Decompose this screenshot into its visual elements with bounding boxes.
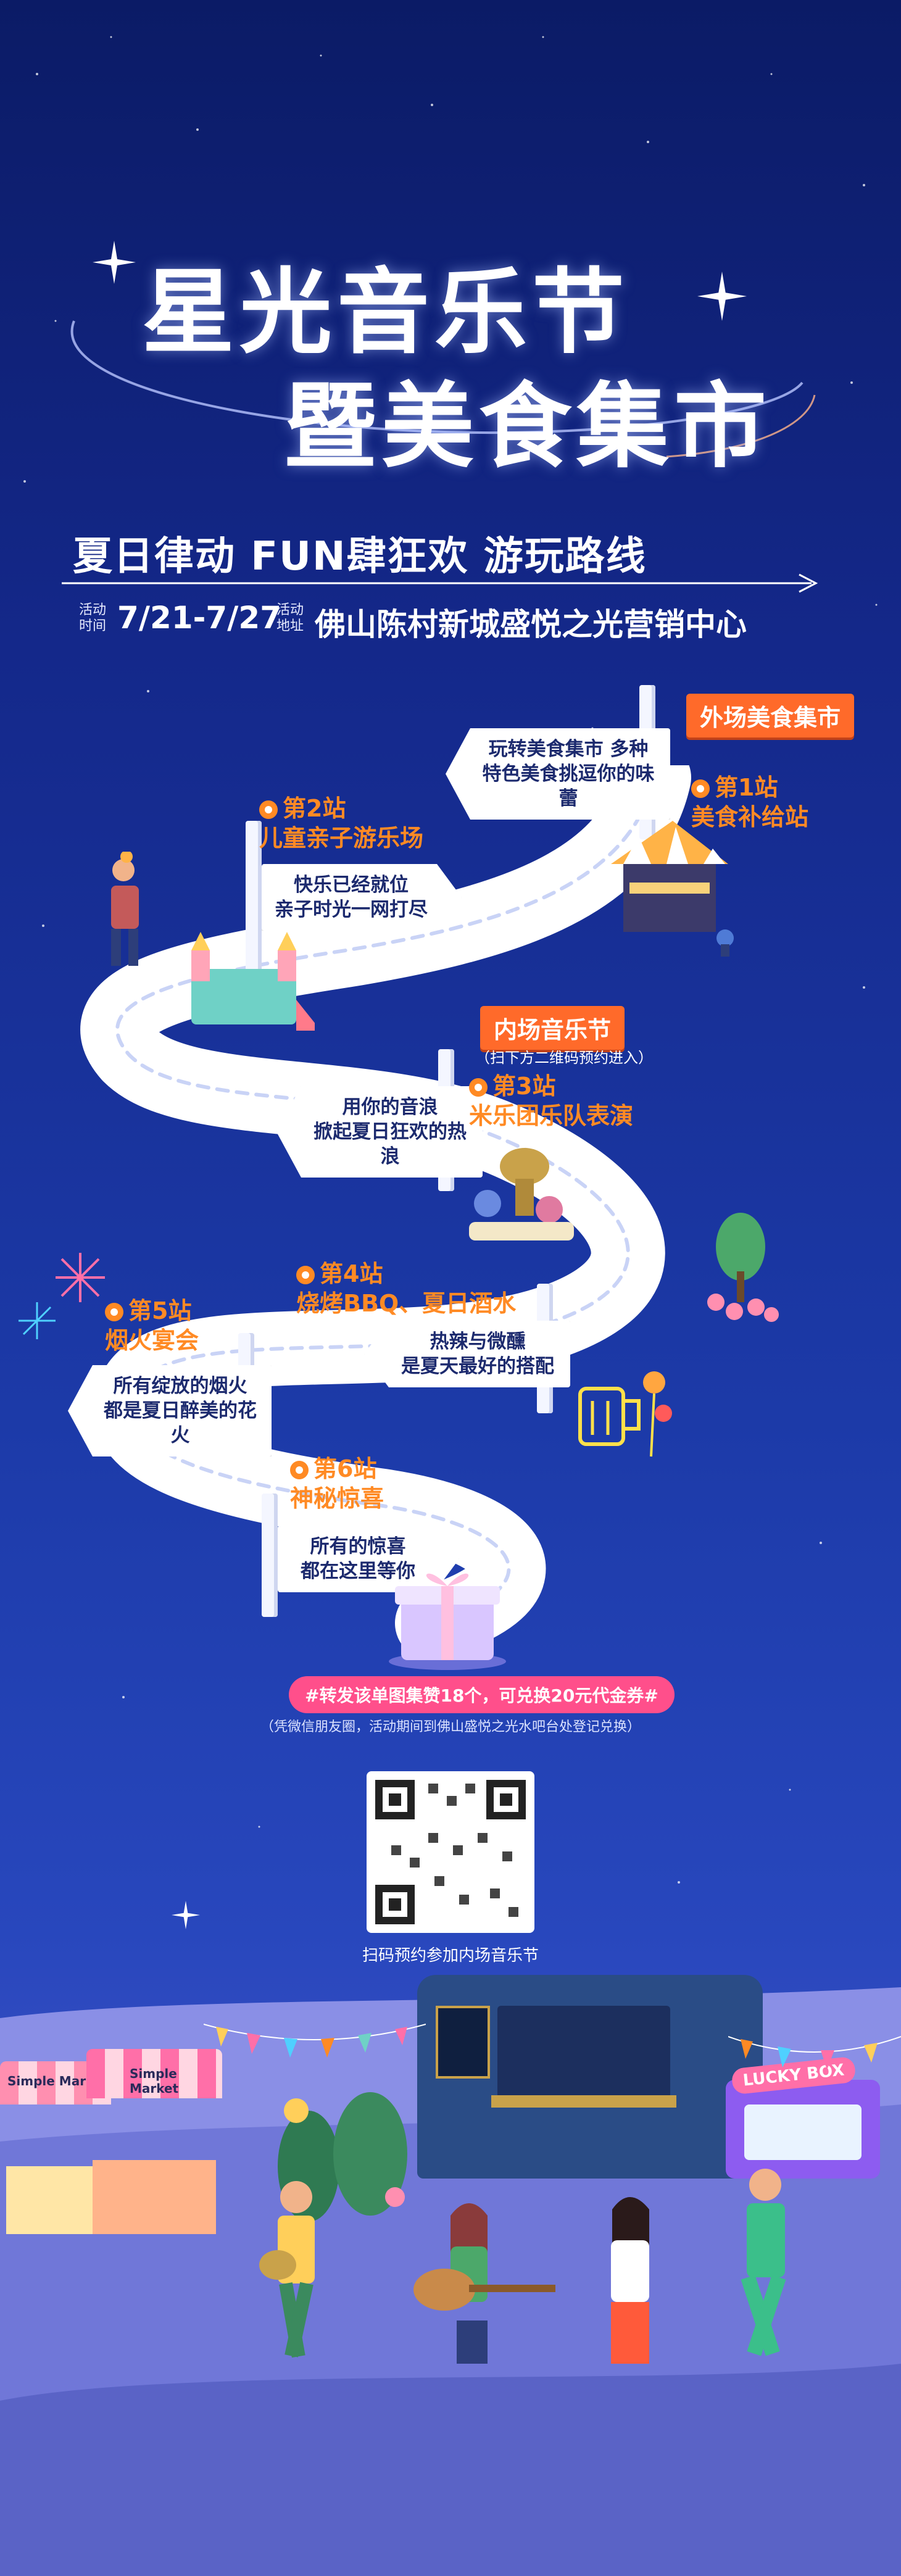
hero-subtitle: 夏日律动 FUN肆狂欢 游玩路线 xyxy=(73,534,647,580)
qr-code[interactable] xyxy=(367,1771,534,1933)
signpost xyxy=(246,821,262,975)
station-2-label: 第2站 儿童亲子游乐场 xyxy=(259,794,423,853)
sparkle-icon xyxy=(697,272,747,321)
station-2-sign-line1: 快乐已经就位 xyxy=(294,874,409,896)
menu-board xyxy=(436,2006,490,2079)
date-tag: 活动时间 xyxy=(78,602,106,634)
station-6-number: 第6站 xyxy=(313,1455,377,1482)
bouncy-castle-illustration xyxy=(191,932,315,1031)
station-3-number: 第3站 xyxy=(492,1073,556,1100)
stall-counter xyxy=(93,2160,216,2234)
station-6-sign-line1: 所有的惊喜 xyxy=(310,1535,406,1558)
location-pin-icon xyxy=(296,1266,315,1284)
station-5-label: 第5站 烟火宴会 xyxy=(105,1296,199,1355)
location-pin-icon xyxy=(259,800,278,819)
stall-awning xyxy=(86,2049,222,2098)
station-6-sign: 所有的惊喜 都在这里等你 xyxy=(278,1526,459,1592)
station-5-sign-line1: 所有绽放的烟火 xyxy=(113,1375,247,1397)
sparkle-icon xyxy=(93,241,136,284)
signpost xyxy=(262,1494,278,1617)
stall-2-sign: Simple Market xyxy=(130,2066,179,2096)
station-5-sign: 所有绽放的烟火 都是夏日醉美的花火 xyxy=(68,1365,272,1456)
arrow-right-icon xyxy=(62,573,818,593)
station-5-sign-line2: 都是夏日醉美的花火 xyxy=(104,1400,257,1447)
fireworks-icon xyxy=(19,1253,105,1339)
indoor-zone-tag: 内场音乐节 xyxy=(480,1006,625,1050)
ice-cream-window xyxy=(744,2104,862,2160)
station-1-name: 美食补给站 xyxy=(691,804,809,831)
promo-headline: #转发该单图集赞18个，可兑换20元代金券# xyxy=(289,1676,675,1713)
neon-beer-icon xyxy=(578,1371,672,1457)
station-3-sign: 用你的音浪 掀起夏日狂欢的热浪 xyxy=(276,1086,483,1178)
hero-title-line1: 星光音乐节 xyxy=(142,259,630,367)
station-2-name: 儿童亲子游乐场 xyxy=(259,825,424,852)
stall-counter xyxy=(6,2166,105,2234)
station-4-sign-line1: 热辣与微醺 xyxy=(430,1331,526,1353)
station-2-number: 第2站 xyxy=(283,795,346,822)
truck-counter xyxy=(491,2095,676,2108)
promo-note: （凭微信朋友圈，活动期间到佛山盛悦之光水吧台处登记兑换） xyxy=(260,1719,641,1735)
station-3-sign-line1: 用你的音浪 xyxy=(342,1096,438,1118)
station-1-sign: 玩转美食集市 多种 特色美食挑逗你的味蕾 xyxy=(446,728,670,820)
station-2-sign-line2: 亲子时光一网打尽 xyxy=(275,899,428,921)
qr-pattern-icon xyxy=(375,1780,526,1924)
sparkle-icon xyxy=(172,1901,200,1929)
title-orbit-swoosh xyxy=(70,320,816,458)
plants-illustration xyxy=(278,2092,407,2222)
station-1-label: 第1站 美食补给站 xyxy=(691,773,808,832)
station-4-sign: 热辣与微醺 是夏天最好的搭配 xyxy=(364,1321,570,1387)
tree-flowers-illustration xyxy=(707,1213,779,1322)
indoor-zone-note: （扫下方二维码预约进入） xyxy=(475,1049,653,1066)
band-illustration xyxy=(469,1148,574,1240)
bunting-flags xyxy=(204,2024,426,2058)
station-3-label: 第3站 米乐团乐队表演 xyxy=(469,1071,633,1131)
station-6-name: 神秘惊喜 xyxy=(290,1485,384,1512)
station-1-sign-line2: 特色美食挑逗你的味蕾 xyxy=(482,763,655,810)
station-4-sign-line2: 是夏天最好的搭配 xyxy=(401,1355,554,1377)
station-1-sign-line1: 玩转美食集市 多种 xyxy=(488,738,649,760)
station-6-label: 第6站 神秘惊喜 xyxy=(290,1454,384,1513)
location-value: 佛山陈村新城盛悦之光营销中心 xyxy=(315,607,747,642)
location-pin-icon xyxy=(105,1303,123,1321)
truck-window xyxy=(497,2006,670,2098)
station-5-number: 第5站 xyxy=(128,1297,192,1324)
location-pin-icon xyxy=(290,1461,309,1479)
station-4-label: 第4站 烧烤BBQ、夏日酒水 xyxy=(296,1259,516,1318)
bunting-flags xyxy=(728,2036,901,2070)
station-2-sign: 快乐已经就位 亲子时光一网打尽 xyxy=(262,864,462,931)
parent-child-illustration xyxy=(111,852,139,966)
hero-title-line2: 暨美食集市 xyxy=(284,373,772,481)
market-stall-2: Simple Market xyxy=(86,2049,222,2234)
location-pin-icon xyxy=(469,1078,488,1097)
performers-illustration xyxy=(259,2169,786,2364)
qr-caption: 扫码预约参加内场音乐节 xyxy=(362,1947,539,1965)
station-1-number: 第1站 xyxy=(715,774,778,801)
station-4-number: 第4站 xyxy=(320,1260,383,1287)
station-4-name: 烧烤BBQ、夏日酒水 xyxy=(296,1290,517,1317)
station-3-sign-line2: 掀起夏日狂欢的热浪 xyxy=(313,1121,467,1168)
outdoor-zone-tag: 外场美食集市 xyxy=(686,694,855,737)
date-value: 7/21-7/27 xyxy=(117,600,282,636)
location-pin-icon xyxy=(691,779,710,798)
station-5-name: 烟火宴会 xyxy=(105,1327,199,1354)
food-stall-illustration xyxy=(611,821,734,957)
food-truck xyxy=(417,1975,763,2179)
location-tag: 活动地址 xyxy=(276,602,304,634)
truck-sign-board: LUCKY BOX xyxy=(726,2056,880,2179)
gift-box-icon xyxy=(389,1573,506,1670)
station-3-name: 米乐团乐队表演 xyxy=(469,1102,634,1129)
station-6-sign-line2: 都在这里等你 xyxy=(301,1560,415,1582)
